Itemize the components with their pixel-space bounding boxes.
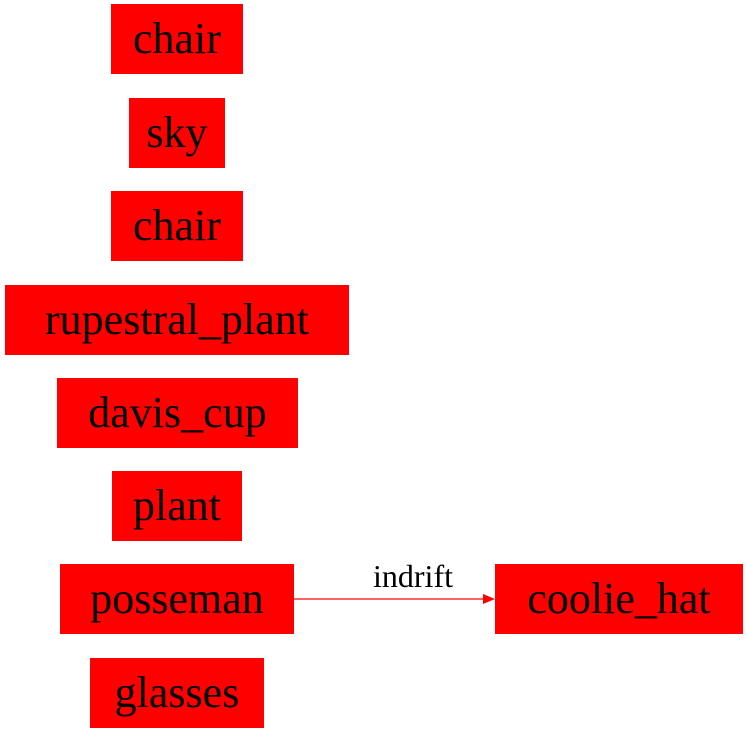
node-coolie-hat: coolie_hat [495, 564, 743, 634]
edge-arrowhead [483, 594, 495, 604]
edge-label-indrift: indrift [373, 558, 453, 594]
node-davis-cup: davis_cup [57, 378, 298, 448]
node-rupestral-plant: rupestral_plant [5, 285, 349, 355]
node-chair-1: chair [111, 4, 243, 74]
node-glasses: glasses [90, 658, 264, 728]
node-sky: sky [129, 98, 225, 168]
node-chair-2: chair [111, 191, 243, 261]
node-posseman: posseman [60, 564, 294, 634]
node-plant: plant [112, 471, 242, 541]
